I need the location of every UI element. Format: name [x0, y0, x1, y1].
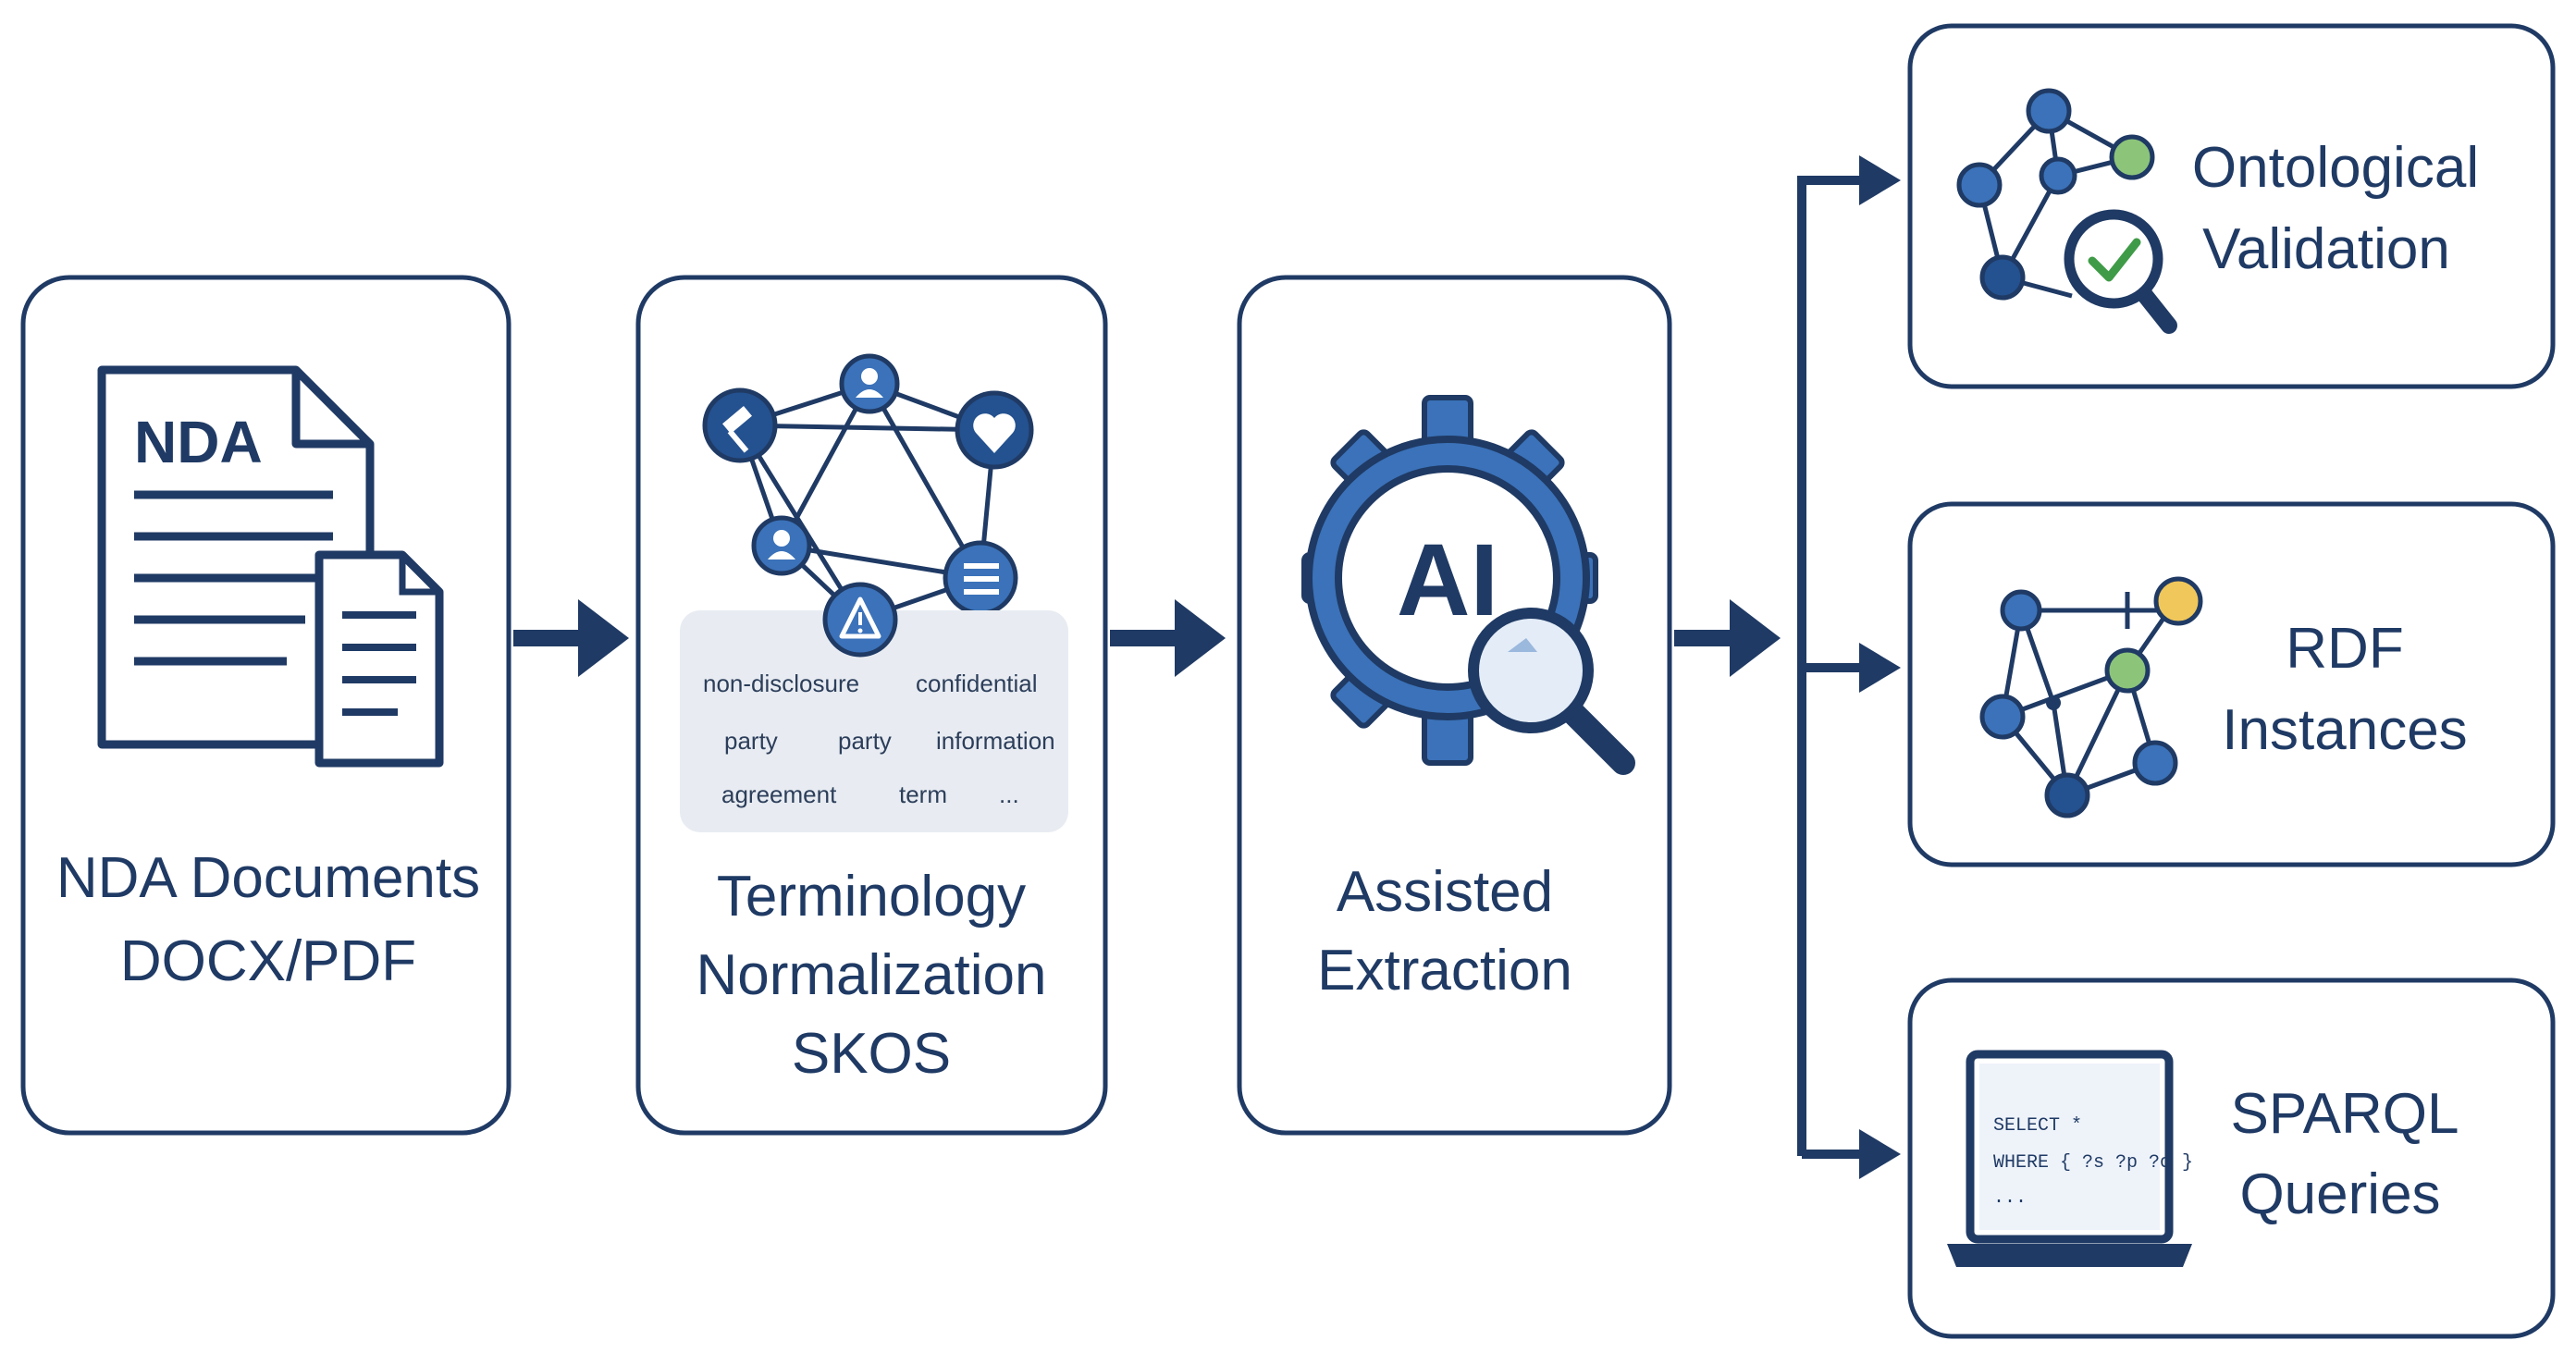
output-ontological-validation: Ontological Validation [1907, 23, 2556, 389]
stage-extraction-title-1: Assisted [1337, 860, 1553, 924]
arrow-normalization-to-extraction [1110, 599, 1226, 677]
output-rdf-instances: RDF Instances [1907, 501, 2556, 867]
term-item: term [899, 781, 947, 808]
output-validation-title-1: Ontological [2192, 136, 2479, 200]
sparql-code-line: ... [1993, 1187, 2027, 1209]
stage-normalization-title-2: Normalization [696, 943, 1046, 1007]
term-item: information [936, 727, 1055, 755]
stage-normalization-subtitle: SKOS [792, 1022, 951, 1086]
term-item: ... [999, 781, 1019, 808]
terminology-network-icon [702, 353, 1034, 622]
nda-doc-label: NDA [134, 409, 263, 475]
document-icon: NDA [97, 365, 444, 768]
output-sparql-title-2: Queries [2239, 1162, 2440, 1226]
stage-extraction-title-2: Extraction [1317, 939, 1572, 1002]
ai-badge: AI [1397, 523, 1498, 637]
stage-assisted-extraction: AI Assisted Extraction [1237, 275, 1672, 1136]
term-item: party [724, 727, 778, 755]
stage-documents-subtitle: DOCX/PDF [120, 929, 416, 993]
stage-terminology-normalization: non-disclosure confidential party party … [635, 275, 1108, 1136]
magnifier-icon [1468, 608, 1635, 775]
term-item: party [838, 727, 892, 755]
output-sparql-title-1: SPARQL [2231, 1082, 2459, 1146]
laptop-icon: SELECT * WHERE { ?s ?p ?o } ... [1947, 1050, 2193, 1267]
output-sparql-queries: SELECT * WHERE { ?s ?p ?o } ... SPARQL Q… [1907, 978, 2556, 1339]
stage-normalization-title-1: Terminology [717, 865, 1026, 928]
sparql-code-line: WHERE { ?s ?p ?o } [1993, 1152, 2193, 1174]
output-validation-title-2: Validation [2202, 217, 2450, 281]
stage-nda-documents: NDA NDA Documents DOCX/PDF [20, 275, 512, 1136]
term-item: confidential [916, 670, 1038, 697]
output-box-validation [1907, 23, 2556, 389]
output-rdf-title-1: RDF [2286, 617, 2403, 681]
rdf-graph-icon [1979, 576, 2203, 818]
sparql-code-line: SELECT * [1993, 1115, 2082, 1137]
term-item: non-disclosure [703, 670, 859, 697]
arrow-extraction-to-outputs [1674, 155, 1901, 1179]
term-panel [680, 610, 1068, 832]
arrow-documents-to-normalization [513, 599, 629, 677]
term-item: agreement [721, 781, 837, 808]
stage-documents-title: NDA Documents [56, 846, 480, 910]
ontology-graph-check-icon [1956, 88, 2177, 334]
output-rdf-title-2: Instances [2222, 698, 2467, 762]
